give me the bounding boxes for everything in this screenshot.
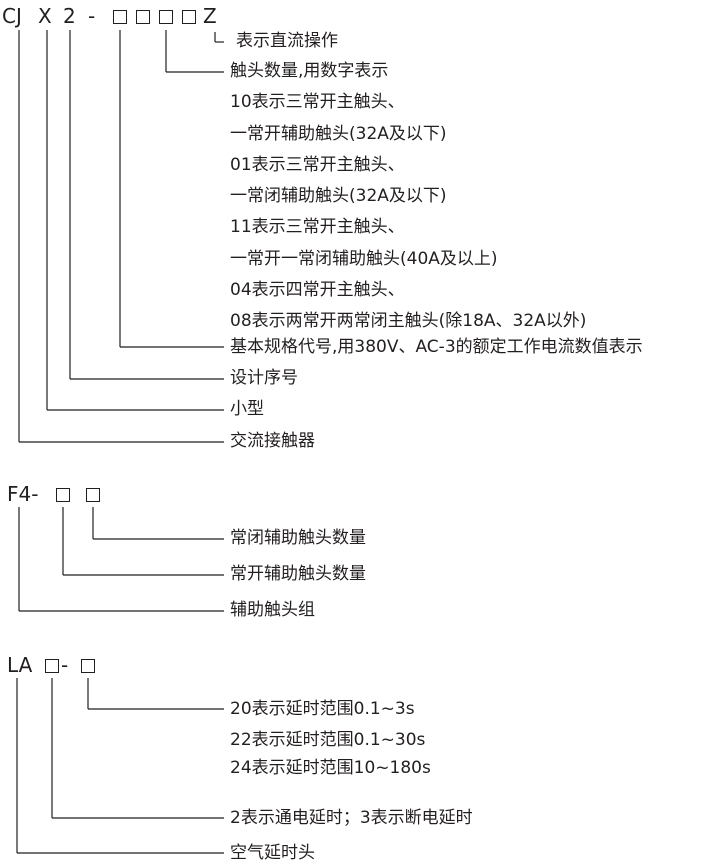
desc-no-aux-count: 常开辅助触头数量 xyxy=(230,564,366,584)
desc-air-delay-head: 空气延时头 xyxy=(230,843,315,863)
desc-10-a: 10表示三常开主触头、 xyxy=(230,92,405,112)
placeholder-box-f4-1 xyxy=(56,488,70,502)
code-f4: F4- xyxy=(7,482,39,506)
desc-22-range: 22表示延时范围0.1~30s xyxy=(230,730,426,750)
placeholder-box-la-2 xyxy=(81,659,95,673)
placeholder-box-1 xyxy=(113,10,127,24)
code-x: X xyxy=(38,4,52,28)
desc-01-b: 一常闭辅助触头(32A及以下) xyxy=(230,186,447,206)
desc-dc-operation: 表示直流操作 xyxy=(236,31,338,51)
desc-contact-count: 触头数量,用数字表示 xyxy=(230,61,389,81)
desc-01-a: 01表示三常开主触头、 xyxy=(230,155,405,175)
placeholder-box-f4-2 xyxy=(86,488,100,502)
placeholder-box-la-1 xyxy=(45,659,59,673)
desc-10-b: 一常开辅助触头(32A及以下) xyxy=(230,124,447,144)
desc-nc-aux-count: 常闭辅助触头数量 xyxy=(230,528,366,548)
desc-aux-group: 辅助触头组 xyxy=(230,600,315,620)
code-cj: CJ xyxy=(2,4,22,28)
code-la-dash: - xyxy=(61,653,69,677)
desc-ac-contactor: 交流接触器 xyxy=(230,431,315,451)
desc-20-range: 20表示延时范围0.1~3s xyxy=(230,699,415,719)
desc-08: 08表示两常开两常闭主触头(除18A、32A以外) xyxy=(230,311,587,331)
desc-design-serial: 设计序号 xyxy=(230,368,298,388)
desc-delay-type: 2表示通电延时；3表示断电延时 xyxy=(230,808,473,828)
code-2: 2 xyxy=(63,4,76,28)
code-z: Z xyxy=(203,4,217,28)
desc-small: 小型 xyxy=(230,399,264,419)
placeholder-box-3 xyxy=(159,10,173,24)
placeholder-box-4 xyxy=(182,10,196,24)
desc-11-a: 11表示三常开主触头、 xyxy=(230,217,405,237)
code-dash: - xyxy=(88,4,96,28)
desc-24-range: 24表示延时范围10~180s xyxy=(230,758,431,778)
desc-11-b: 一常开一常闭辅助触头(40A及以上) xyxy=(230,249,498,269)
code-la: LA xyxy=(7,653,33,677)
placeholder-box-2 xyxy=(136,10,150,24)
desc-spec-code: 基本规格代号,用380V、AC-3的额定工作电流数值表示 xyxy=(230,337,643,357)
desc-04: 04表示四常开主触头、 xyxy=(230,280,405,300)
